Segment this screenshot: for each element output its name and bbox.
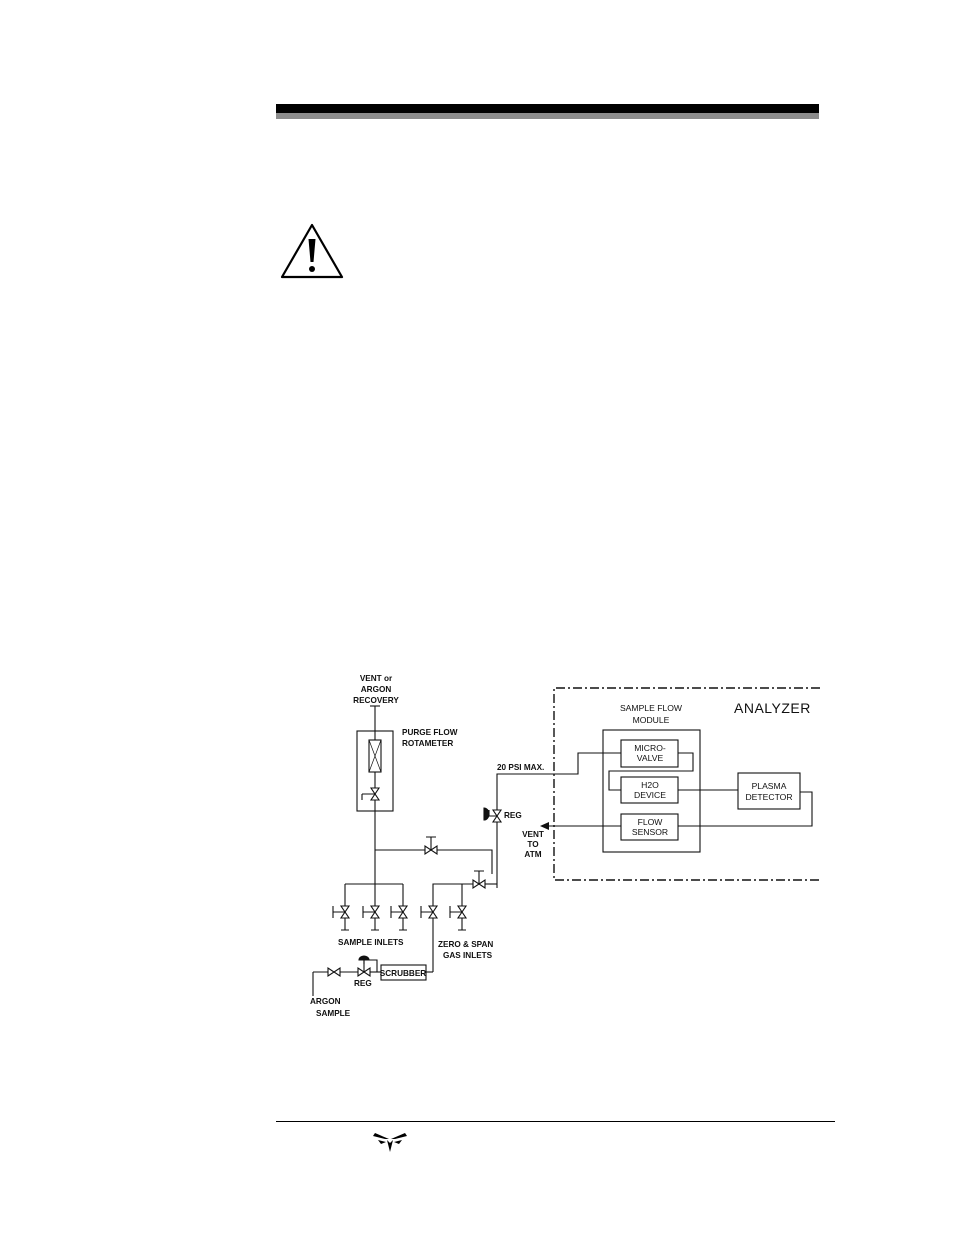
- zero-span-header-line: [433, 884, 473, 906]
- plasma-detector-label-2: DETECTOR: [745, 792, 792, 802]
- regulator-lower-handle-icon: [359, 956, 369, 960]
- rotameter-label-1: PURGE FLOW: [402, 728, 458, 737]
- company-logo-icon: [372, 1130, 408, 1154]
- flow-sensor-label-1: FLOW: [638, 817, 664, 827]
- reg-upper-label: REG: [504, 811, 522, 820]
- h2o-device-label-1: H2O: [641, 780, 659, 790]
- scrubber-label: SCRUBBER: [380, 969, 426, 978]
- zero-span-label-2: GAS INLETS: [443, 951, 493, 960]
- argon-sample-label-1: ARGON: [310, 997, 341, 1006]
- sample-inlet-valves: [333, 884, 407, 930]
- vent-argon-label-3: RECOVERY: [353, 696, 399, 705]
- micro-valve-label-2: VALVE: [637, 753, 664, 763]
- psi-label: 20 PSI MAX.: [497, 763, 544, 772]
- vent-atm-label-2: TO: [527, 840, 539, 849]
- module-label-2: MODULE: [633, 715, 670, 725]
- h2o-device-label-2: DEVICE: [634, 790, 666, 800]
- argon-sample-label-2: SAMPLE: [316, 1009, 351, 1018]
- module-label-1: SAMPLE FLOW: [620, 703, 683, 713]
- plasma-detector-box: [738, 773, 800, 809]
- analyzer-label: ANALYZER: [734, 700, 811, 716]
- vent-arrow-icon: [540, 822, 549, 830]
- rotameter-label-2: ROTAMETER: [402, 739, 453, 748]
- argon-valve-icon: [328, 968, 340, 976]
- regulator-upper-handle-icon: [484, 808, 489, 820]
- sample-inlets-label: SAMPLE INLETS: [338, 938, 404, 947]
- cross-connect-line: [375, 850, 492, 874]
- vent-argon-label-2: ARGON: [361, 685, 392, 694]
- vent-argon-label-1: VENT or: [360, 674, 393, 683]
- reg-lower-label: REG: [354, 979, 372, 988]
- plasma-detector-label-1: PLASMA: [752, 781, 787, 791]
- vent-atm-label-3: ATM: [524, 850, 541, 859]
- footer-rule: [276, 1121, 835, 1122]
- micro-valve-label-1: MICRO-: [634, 743, 666, 753]
- vent-atm-label-1: VENT: [522, 830, 544, 839]
- zero-span-label-1: ZERO & SPAN: [438, 940, 493, 949]
- flow-sensor-label-2: SENSOR: [632, 827, 668, 837]
- psi-supply-line: [497, 753, 621, 806]
